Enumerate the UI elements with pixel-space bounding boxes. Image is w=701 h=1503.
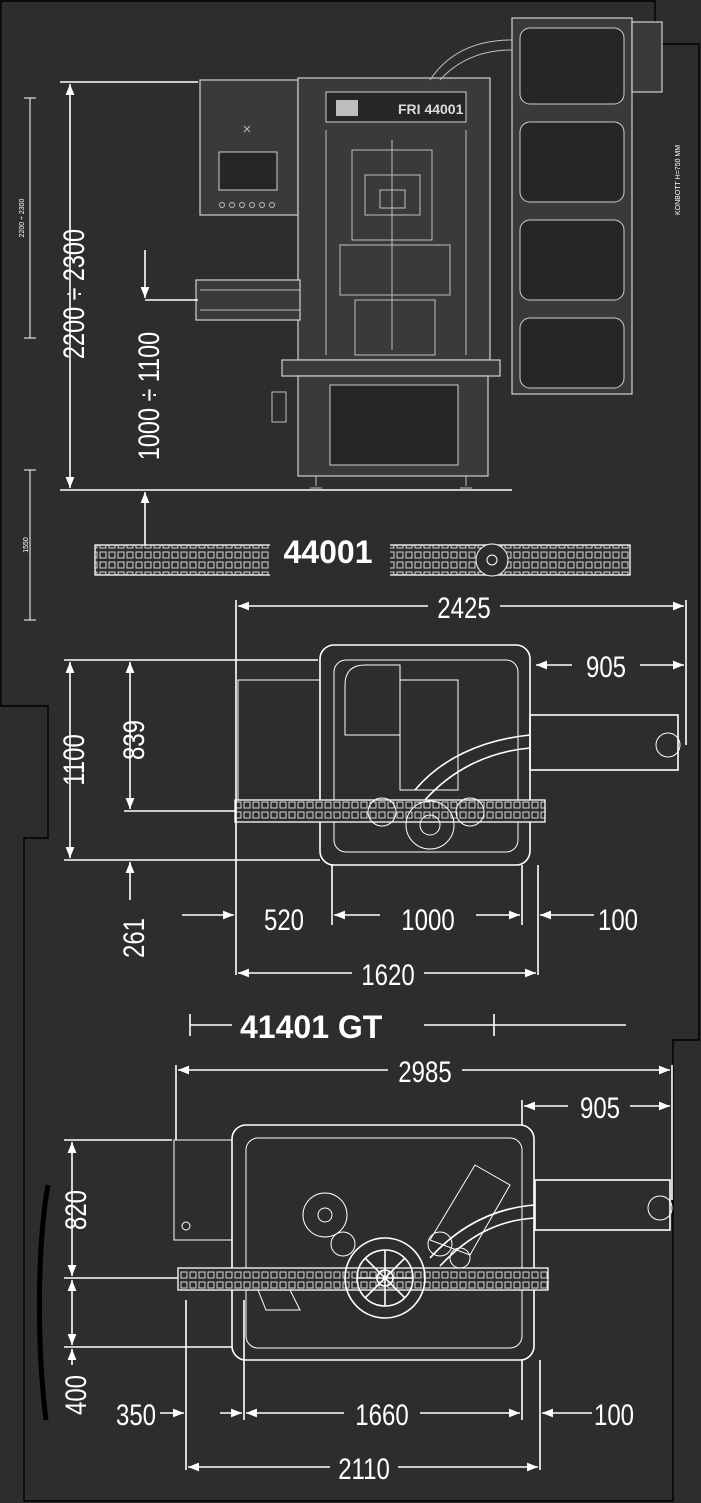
housing-mechanism (325, 130, 467, 356)
plan-41401-guide (257, 1289, 301, 1311)
plan-44001-starwheels (367, 797, 485, 850)
base-door (329, 384, 459, 466)
plan-44001-frame (319, 644, 531, 866)
dim-100-label: 100 (598, 902, 638, 936)
tank-panel-1 (519, 27, 625, 105)
tank-panel-4 (519, 317, 625, 389)
plan-44001-inner-frame (333, 659, 519, 853)
infeed-conveyor (195, 279, 301, 321)
dim-839-label: 839 (116, 720, 150, 760)
plan-41401-frame (231, 1124, 535, 1361)
dim-2985-ext (175, 1065, 673, 1200)
main-housing (297, 77, 491, 361)
plan-44001-outfeed-tank (529, 714, 679, 771)
plan-41401-main-starwheel (344, 1237, 426, 1319)
plan-44001-cabinet (237, 679, 321, 816)
small-height-line (24, 97, 36, 339)
control-screen (218, 151, 278, 191)
plan-41401-conveyor (177, 1267, 549, 1291)
plan-44001-view: 2425 905 1100 839 261 520 1000 100 1620 (56, 590, 687, 992)
plan-41401-arm (429, 1164, 511, 1256)
dim-520-label: 520 (264, 902, 304, 936)
plan-44001-turret (344, 664, 401, 736)
dim-1660-label: 1660 (355, 1397, 408, 1431)
dim-820-label: 820 (58, 1190, 92, 1230)
dim-1100-label: 1100 (56, 734, 90, 786)
plan-44001-module (399, 679, 459, 791)
plan-41401-pipe (429, 1204, 536, 1267)
cabinet-buttons (219, 125, 275, 208)
dim-400-label: 400 (58, 1375, 92, 1415)
plan-41401-view: 2985 905 820 400 350 1660 100 2110 (36, 1054, 673, 1486)
brand-logo (336, 100, 358, 116)
plan-41401-edge-curve (36, 1184, 51, 1421)
control-cabinet (199, 79, 299, 216)
conveyor-height-label: 1000 ÷ 1100 (132, 332, 165, 460)
elevation-extension-lines (60, 81, 512, 491)
dim-41401-100-label: 100 (594, 1397, 634, 1431)
plan-44001-tank-motor (655, 732, 681, 758)
dim-41401-bottom-ext (185, 1300, 541, 1470)
side-note: KONBOTT H=750 MM (675, 145, 682, 215)
dim-1620-label: 1620 (361, 957, 414, 991)
conveyor-strip-gear (475, 543, 509, 577)
plan-41401-tank-motor (647, 1195, 673, 1221)
small-1550-label: 1550 (23, 537, 30, 553)
model-41401-label: 41401 GT (240, 1009, 383, 1045)
dim-2425-label: 2425 (437, 590, 490, 624)
plan-41401-outfeed-tank (534, 1179, 671, 1231)
nozzle (271, 391, 287, 423)
brand-label: FRI 44001 (398, 101, 464, 117)
infeed-rails (200, 289, 300, 311)
dim-820-ext (64, 1139, 232, 1348)
dim-41401-905-label: 905 (580, 1090, 620, 1124)
dim-905-label: 905 (586, 649, 626, 683)
small-1550-line (24, 469, 36, 621)
model-label-bg (270, 536, 390, 576)
elevation-view: FRI 44001 KONBOTT H=750 MM (19, 17, 682, 621)
height-total-label: 2200 ÷ 2300 (57, 229, 90, 359)
plan-41401-cabinet-knob (181, 1221, 191, 1231)
plan-41401-inner-frame (245, 1137, 523, 1349)
plan-44001-conveyor (234, 799, 546, 823)
plan-41401-small-wheels (302, 1192, 471, 1269)
model-41401-rule (424, 1014, 626, 1036)
dim-2110-label: 2110 (338, 1451, 390, 1485)
tank-panel-3 (519, 219, 625, 301)
small-height-label: 2200 ÷ 2300 (19, 198, 26, 237)
dim-350-label: 350 (116, 1397, 156, 1431)
model-44001-label: 44001 (284, 534, 373, 570)
machine-feet (310, 476, 472, 489)
dim-1000-label: 1000 (401, 902, 454, 936)
plan-44001-pipe (414, 734, 531, 801)
tank-panel-2 (519, 121, 625, 203)
model-41401-header: 41401 GT (189, 1009, 626, 1045)
dim-bottom-ext (331, 865, 539, 975)
dim-2425-ext (235, 600, 687, 975)
dim-2985-label: 2985 (398, 1054, 451, 1088)
model-41401-bracket (189, 1014, 232, 1036)
machine-table (281, 359, 501, 377)
tank-motor (631, 21, 663, 93)
dim-261-label: 261 (116, 918, 150, 958)
dim-1100-ext (64, 659, 320, 861)
plan-41401-cabinet (173, 1139, 233, 1241)
tank-pipe (429, 39, 513, 81)
